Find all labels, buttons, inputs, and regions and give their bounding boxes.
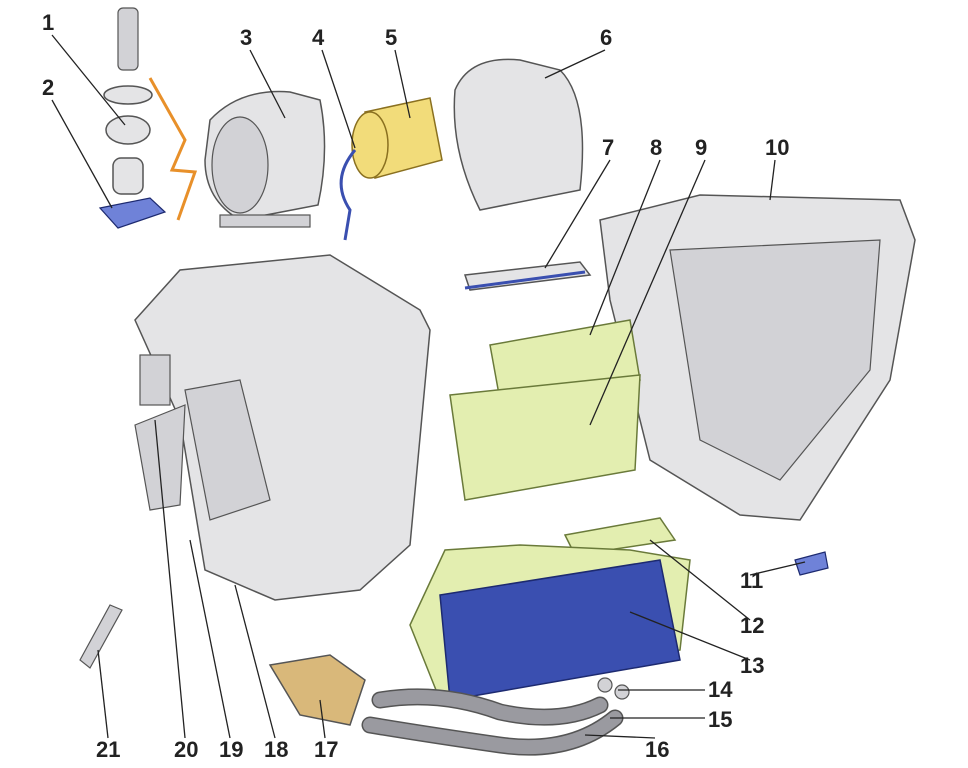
label-21: 21 [96, 737, 120, 762]
mounting-bracket [98, 197, 167, 229]
label-13: 13 [740, 653, 764, 678]
label-10: 10 [765, 135, 789, 160]
valve-flange [268, 654, 366, 726]
orange-outline-line [148, 77, 198, 221]
air-duct-flap [184, 379, 271, 521]
label-16: 16 [645, 737, 669, 762]
label-7: 7 [602, 135, 614, 160]
motor-wire [339, 149, 357, 241]
label-1: 1 [42, 10, 54, 35]
pipes [361, 688, 624, 756]
label-4: 4 [312, 25, 325, 50]
seal-plate [134, 404, 186, 511]
hose-clamp [597, 677, 613, 693]
heater-core-lower [449, 374, 641, 501]
radiator [439, 559, 681, 701]
label-3: 3 [240, 25, 252, 50]
bolt-and-washers [98, 7, 167, 229]
label-18: 18 [264, 737, 288, 762]
clip [794, 551, 829, 576]
small-bracket [79, 604, 123, 669]
part-labels: 1 2 3 4 5 6 7 8 9 10 11 12 13 14 15 16 1… [42, 10, 789, 762]
blower-motor [204, 90, 326, 228]
label-5: 5 [385, 25, 397, 50]
right-housing-cavity [669, 239, 881, 481]
label-15: 15 [708, 707, 732, 732]
switch-unit [139, 354, 171, 406]
label-19: 19 [219, 737, 243, 762]
label-12: 12 [740, 613, 764, 638]
label-6: 6 [600, 25, 612, 50]
label-8: 8 [650, 135, 662, 160]
fan-cover [453, 58, 584, 211]
hose-clamp-2 [614, 684, 630, 700]
label-11: 11 [740, 568, 763, 593]
label-17: 17 [314, 737, 338, 762]
fan-wheel [339, 97, 443, 241]
label-14: 14 [708, 677, 733, 702]
label-20: 20 [174, 737, 198, 762]
label-2: 2 [42, 75, 54, 100]
leader-lines [51, 34, 806, 739]
label-9: 9 [695, 135, 707, 160]
